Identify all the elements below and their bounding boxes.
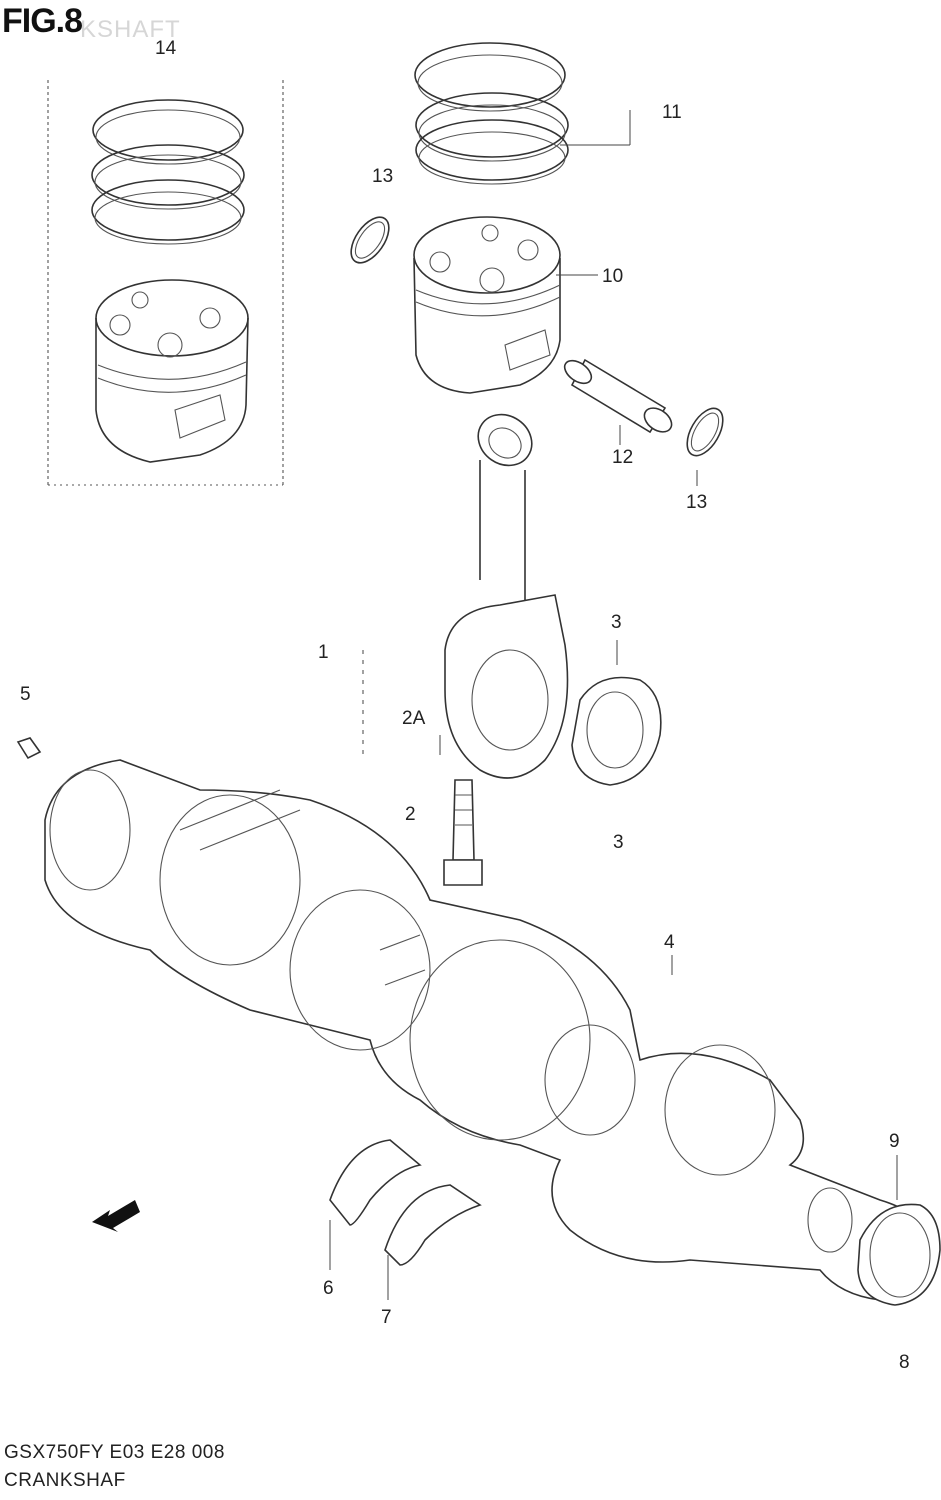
- piston-14: [95, 279, 249, 463]
- callout-13-lower: 13: [686, 492, 708, 513]
- callout-2A: 2A: [402, 708, 426, 729]
- conrod-bearing-3: [571, 640, 662, 786]
- footer-model-code: GSX750FY E03 E28 008: [4, 1442, 225, 1463]
- callout-12: 12: [612, 447, 634, 468]
- piston-ring-set-11: [414, 42, 631, 185]
- callout-3-lower: 3: [613, 832, 624, 853]
- connecting-rod-1: [362, 413, 569, 779]
- callout-6: 6: [323, 1278, 334, 1299]
- thrust-washer-6: [329, 1139, 422, 1270]
- crankshaft-bearing-8-9: [857, 1155, 941, 1306]
- callout-1: 1: [318, 642, 329, 663]
- crankshaft-key-5: [16, 737, 42, 760]
- callout-13-upper: 13: [372, 166, 394, 187]
- crankshaft-4: [44, 759, 936, 1301]
- piston-pin-12: [563, 358, 673, 445]
- optional-piston-set-bracket: [47, 80, 284, 486]
- callout-9: 9: [889, 1131, 900, 1152]
- piston-pin-circlip-13-right: [686, 407, 724, 486]
- callout-8: 8: [899, 1352, 910, 1373]
- callout-3-upper: 3: [611, 612, 622, 633]
- callout-2: 2: [405, 804, 416, 825]
- callout-14: 14: [155, 38, 177, 59]
- callout-11: 11: [662, 102, 682, 123]
- callout-7: 7: [381, 1307, 392, 1328]
- piston-pin-circlip-13-left: [350, 216, 390, 264]
- forward-arrow-icon: [92, 1200, 140, 1232]
- callout-4: 4: [664, 932, 675, 953]
- callout-10: 10: [602, 266, 624, 287]
- thrust-washer-7: [384, 1184, 482, 1300]
- conrod-bolt-2: [443, 779, 483, 886]
- figure-label: FIG.8: [2, 2, 83, 40]
- footer-section-name: CRANKSHAF: [4, 1470, 126, 1491]
- callout-5: 5: [20, 684, 31, 705]
- faded-figure-title: KSHAFT: [80, 16, 181, 43]
- piston-10: [413, 216, 598, 394]
- piston-ring-set-14: [91, 99, 245, 245]
